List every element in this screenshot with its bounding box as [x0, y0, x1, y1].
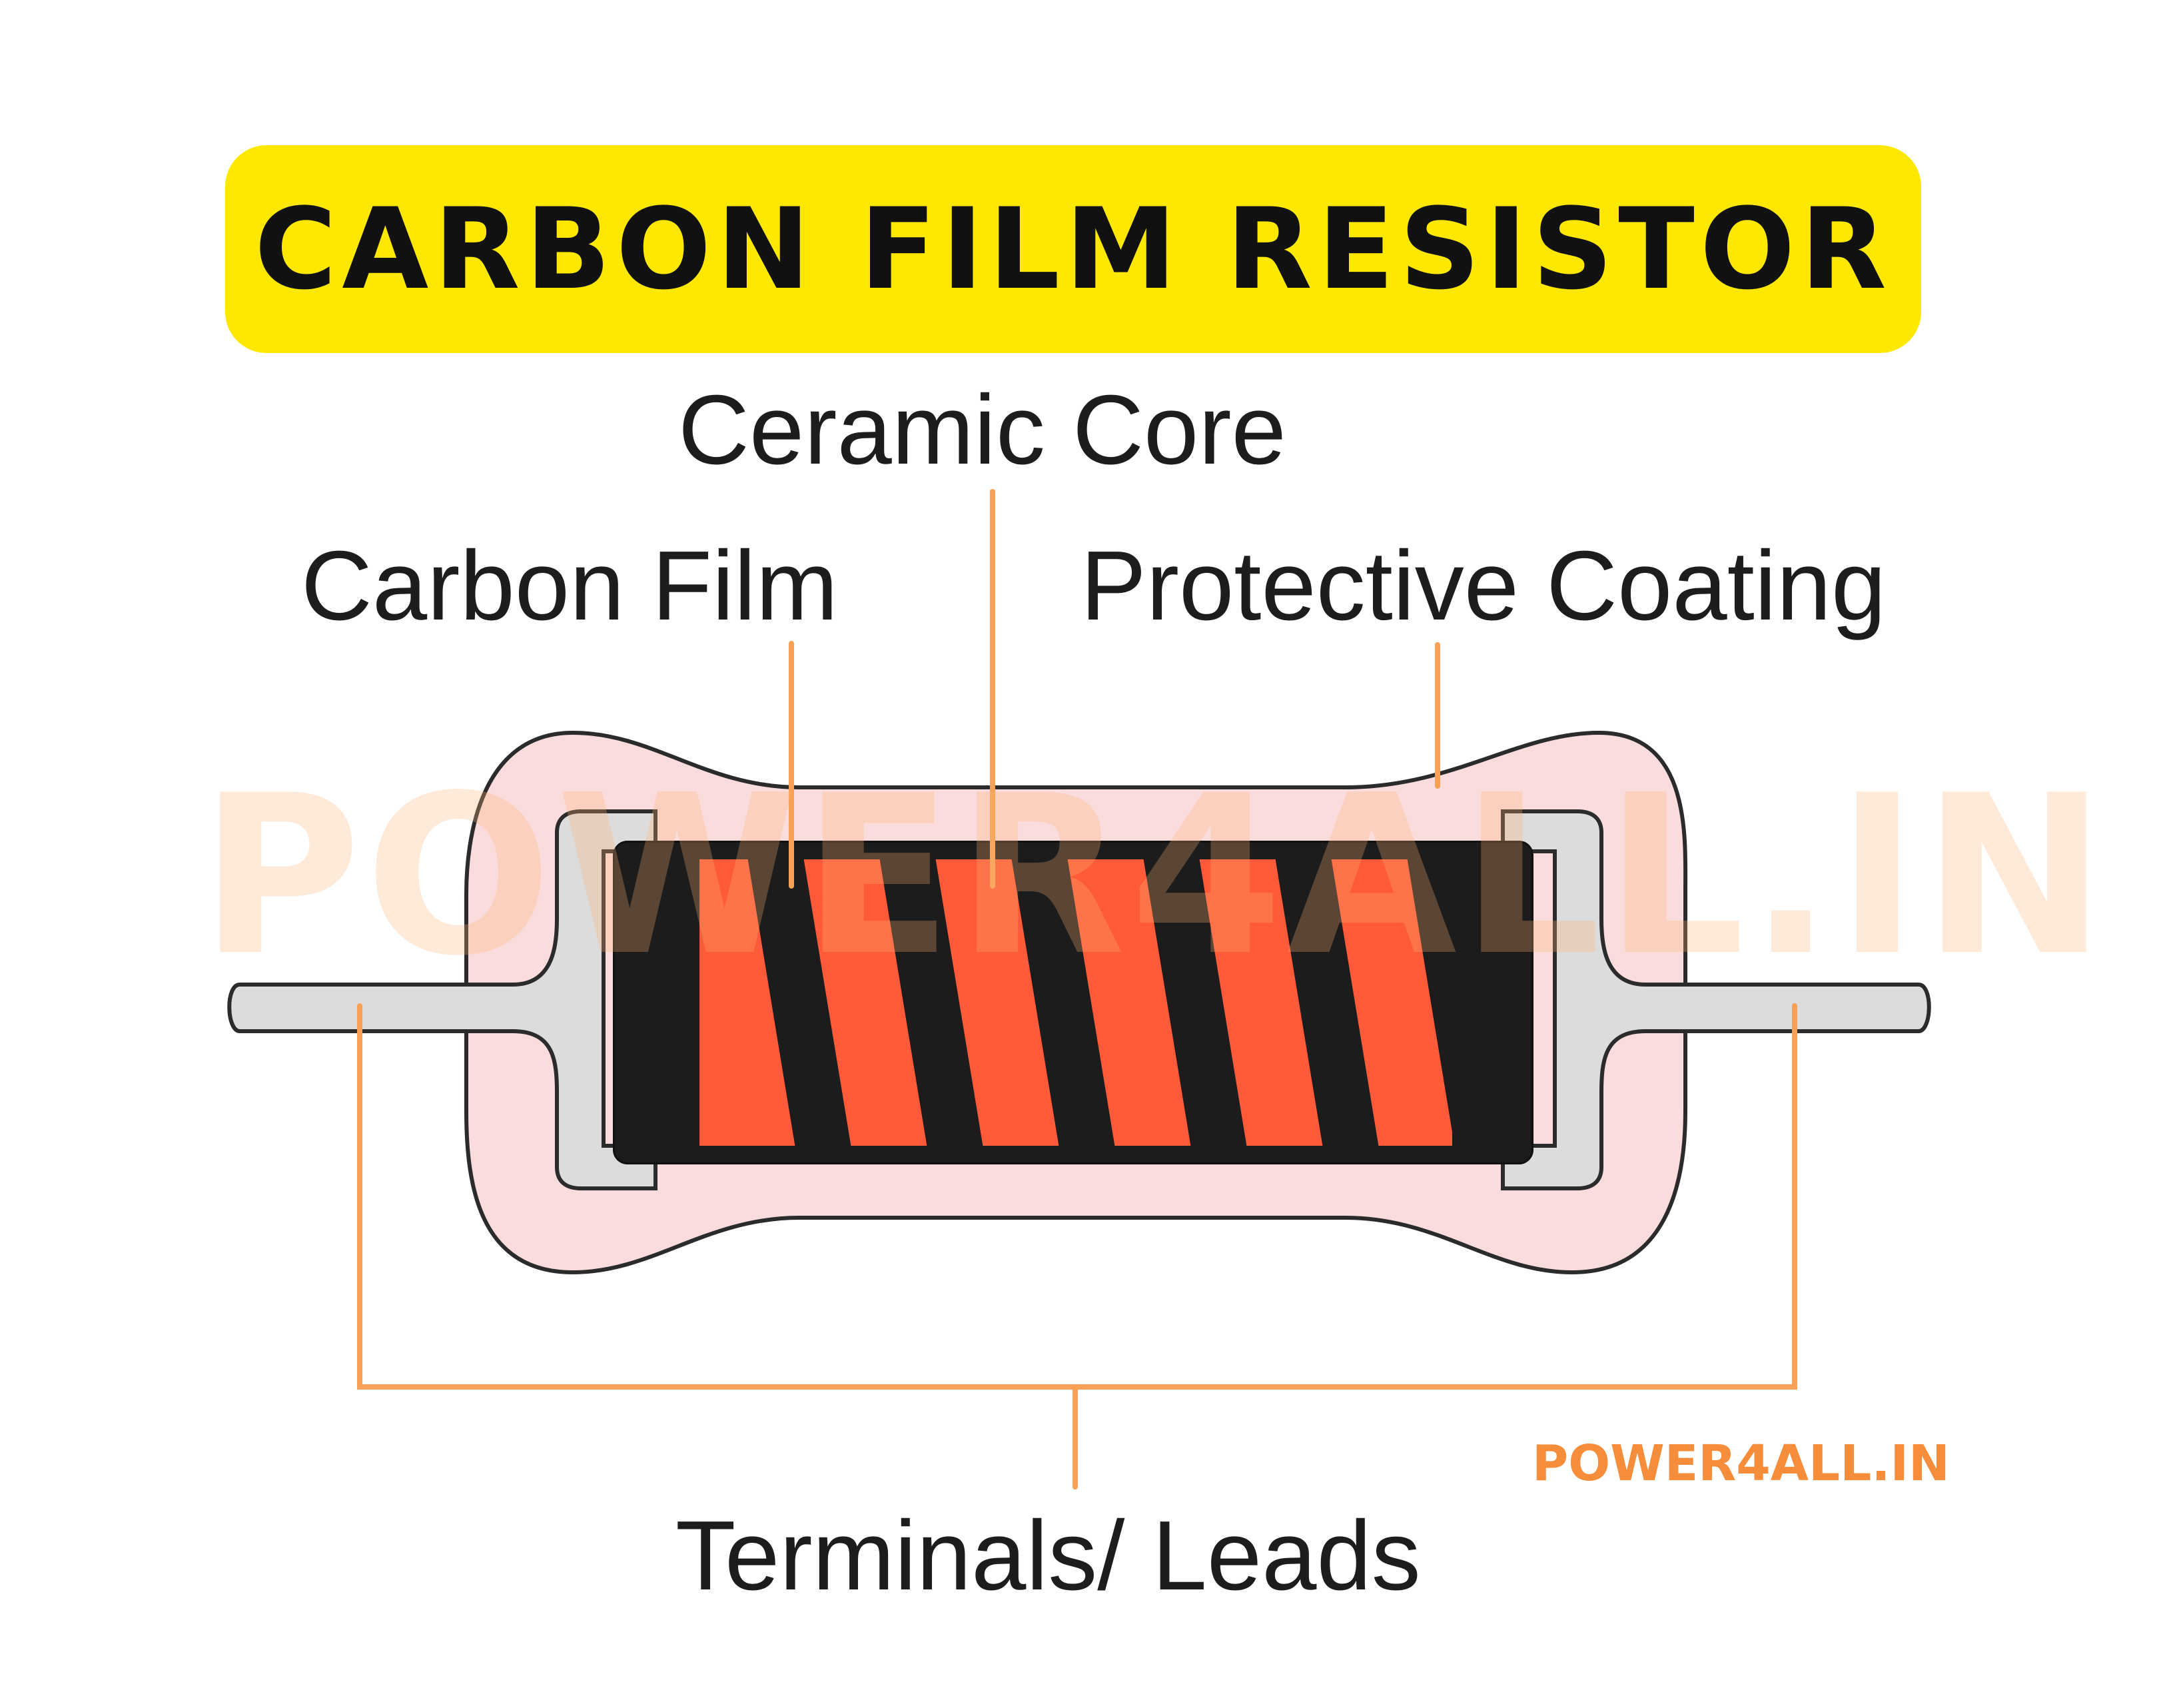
left-lead	[227, 809, 657, 1190]
right-lead	[1501, 809, 1931, 1190]
label-protective-coating: Protective Coating	[1080, 531, 1887, 641]
title-banner: CARBON FILM RESISTOR	[225, 145, 1921, 353]
diagram-title: CARBON FILM RESISTOR	[254, 184, 1893, 314]
carbon-film-bands	[745, 841, 1513, 1164]
brand-text: POWER4ALL.IN	[1532, 1435, 1950, 1492]
leader-lines	[357, 489, 1797, 1490]
label-ceramic-core: Ceramic Core	[678, 375, 1286, 485]
resistor-body	[613, 841, 1533, 1164]
label-carbon-film: Carbon Film	[301, 531, 838, 641]
label-terminals-leads: Terminals/ Leads	[675, 1501, 1421, 1611]
